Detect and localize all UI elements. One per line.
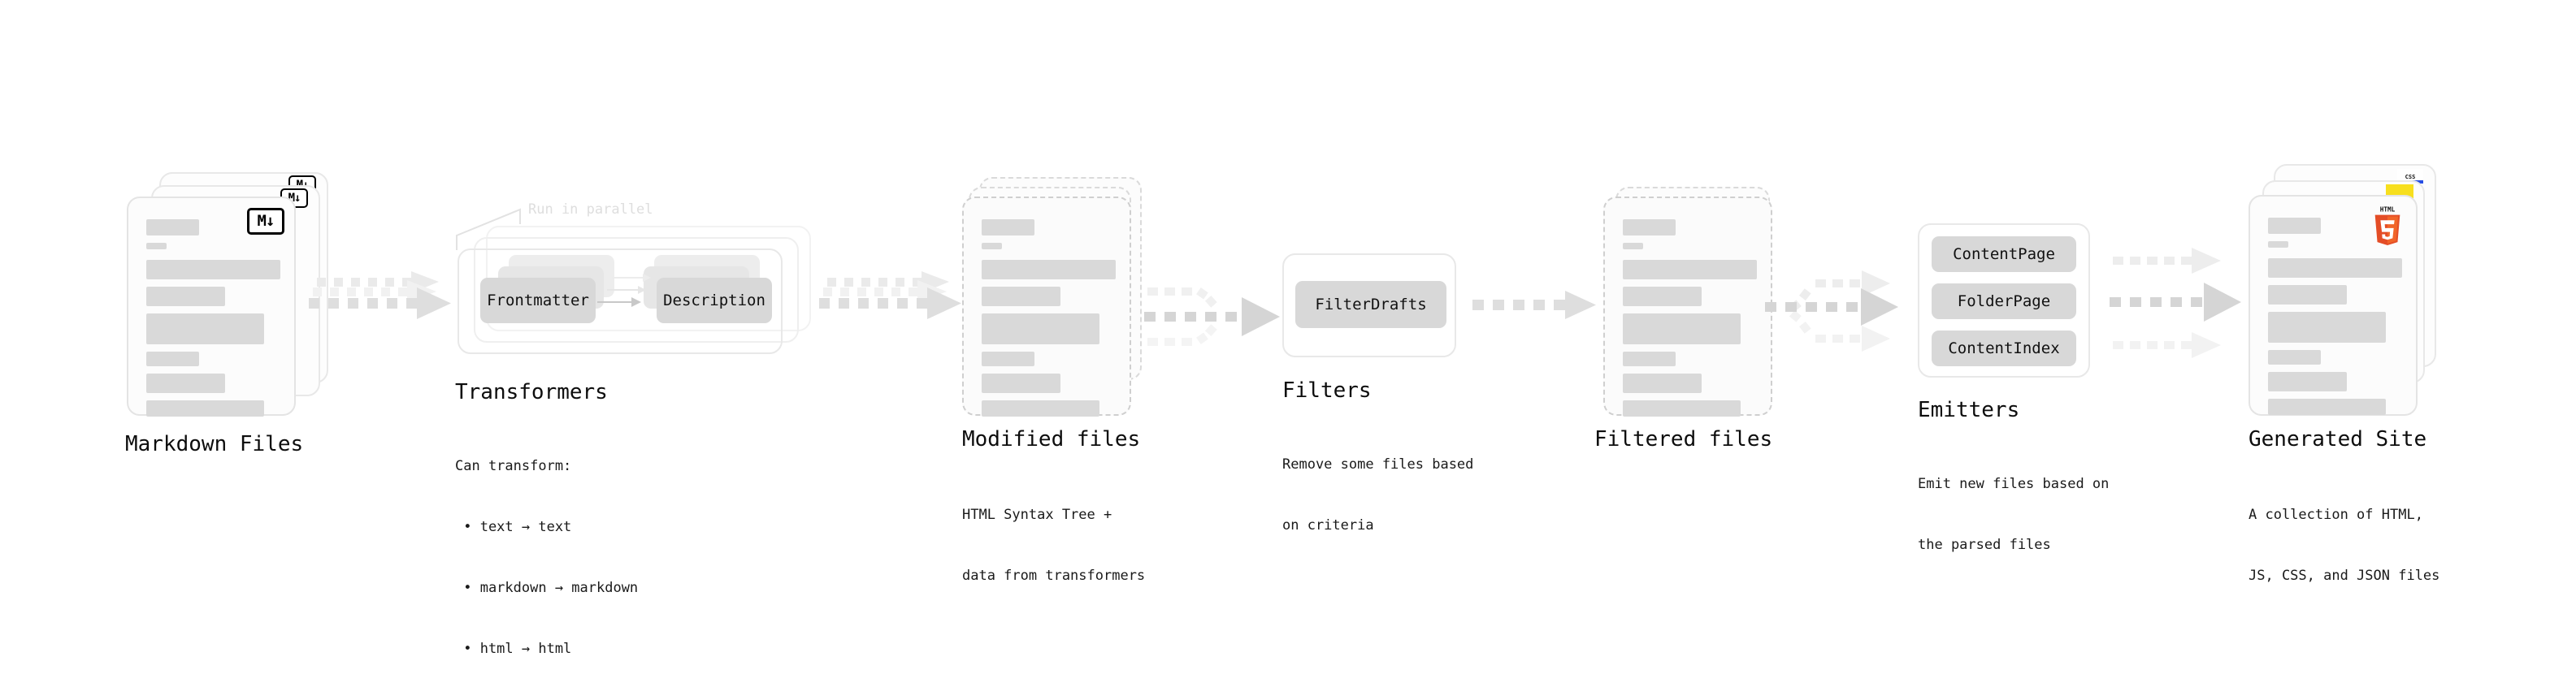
arrow-filtered-to-emitters bbox=[1765, 270, 1898, 352]
transformer-chip-frontmatter[interactable]: Frontmatter bbox=[480, 278, 596, 323]
generated-card-skeleton bbox=[2268, 218, 2402, 422]
pipeline-diagram: M↓ M↓ M↓ Markdown Files bbox=[125, 164, 2439, 657]
transformers-desc-line-0: Can transform: bbox=[455, 458, 572, 474]
filter-chip-filterdrafts[interactable]: FilterDrafts bbox=[1295, 281, 1446, 328]
filters-desc: Remove some files based on criteria bbox=[1282, 414, 1473, 577]
arrow-markdown-to-transformers bbox=[309, 271, 451, 319]
run-in-parallel-label: Run in parallel bbox=[528, 201, 653, 218]
transformers-desc-line-1: • text → text bbox=[455, 519, 572, 535]
filters-panel bbox=[1282, 253, 1456, 357]
filters-title: Filters bbox=[1282, 378, 1372, 403]
transformers-desc-line-3: • html → html bbox=[455, 641, 572, 657]
generated-site-desc-line-1: JS, CSS, and JSON files bbox=[2249, 568, 2440, 584]
arrow-emitters-to-generated bbox=[2110, 248, 2241, 358]
svg-text:HTML: HTML bbox=[2380, 206, 2396, 214]
generated-site-title: Generated Site bbox=[2249, 427, 2427, 452]
filtered-card-skeleton bbox=[1623, 219, 1757, 424]
arrow-filters-to-filtered bbox=[1472, 291, 1596, 319]
generated-site-desc-line-0: A collection of HTML, bbox=[2249, 507, 2423, 523]
markdown-files-title: Markdown Files bbox=[125, 432, 304, 456]
html5-icon: HTML bbox=[2374, 206, 2400, 245]
filters-desc-line-1: on criteria bbox=[1282, 517, 1374, 534]
modified-files-desc-line-0: HTML Syntax Tree + bbox=[962, 507, 1112, 523]
filtered-files-title: Filtered files bbox=[1594, 427, 1773, 452]
transformers-title: Transformers bbox=[455, 380, 608, 404]
emitters-desc-line-1: the parsed files bbox=[1918, 537, 2051, 553]
run-in-parallel-bracket bbox=[456, 208, 521, 250]
markdown-icon: M↓ bbox=[247, 208, 284, 235]
emitters-desc: Emit new files based on the parsed files bbox=[1918, 434, 2109, 596]
modified-card-skeleton bbox=[982, 219, 1116, 424]
modified-card bbox=[962, 197, 1131, 417]
transformer-chip-description[interactable]: Description bbox=[657, 278, 772, 323]
emitter-chip-folderpage[interactable]: FolderPage bbox=[1932, 283, 2076, 319]
filtered-card bbox=[1603, 197, 1772, 417]
transformers-desc: Can transform: • text → text • markdown … bbox=[455, 416, 638, 700]
modified-files-title: Modified files bbox=[962, 427, 1141, 452]
emitters-title: Emitters bbox=[1918, 398, 2020, 422]
filters-desc-line-0: Remove some files based bbox=[1282, 456, 1474, 473]
emitters-desc-line-0: Emit new files based on bbox=[1918, 476, 2110, 492]
transformers-desc-line-2: • markdown → markdown bbox=[455, 580, 639, 596]
emitter-chip-contentpage[interactable]: ContentPage bbox=[1932, 236, 2076, 272]
generated-card: HTML bbox=[2249, 195, 2418, 416]
transformer-inner-arrows bbox=[597, 274, 651, 307]
arrow-modified-to-filters bbox=[1144, 287, 1280, 346]
emitter-chip-contentindex[interactable]: ContentIndex bbox=[1932, 331, 2076, 366]
markdown-card: M↓ bbox=[127, 197, 296, 417]
transformers-panel-mid bbox=[474, 237, 799, 343]
transformers-panel bbox=[458, 248, 783, 354]
emitters-panel bbox=[1918, 223, 2090, 378]
generated-site-desc: A collection of HTML, JS, CSS, and JSON … bbox=[2249, 465, 2439, 627]
modified-files-desc: HTML Syntax Tree + data from transformer… bbox=[962, 465, 1145, 627]
modified-files-desc-line-1: data from transformers bbox=[962, 568, 1146, 584]
arrow-transformers-to-modified bbox=[819, 271, 961, 319]
markdown-card-skeleton bbox=[146, 219, 280, 424]
